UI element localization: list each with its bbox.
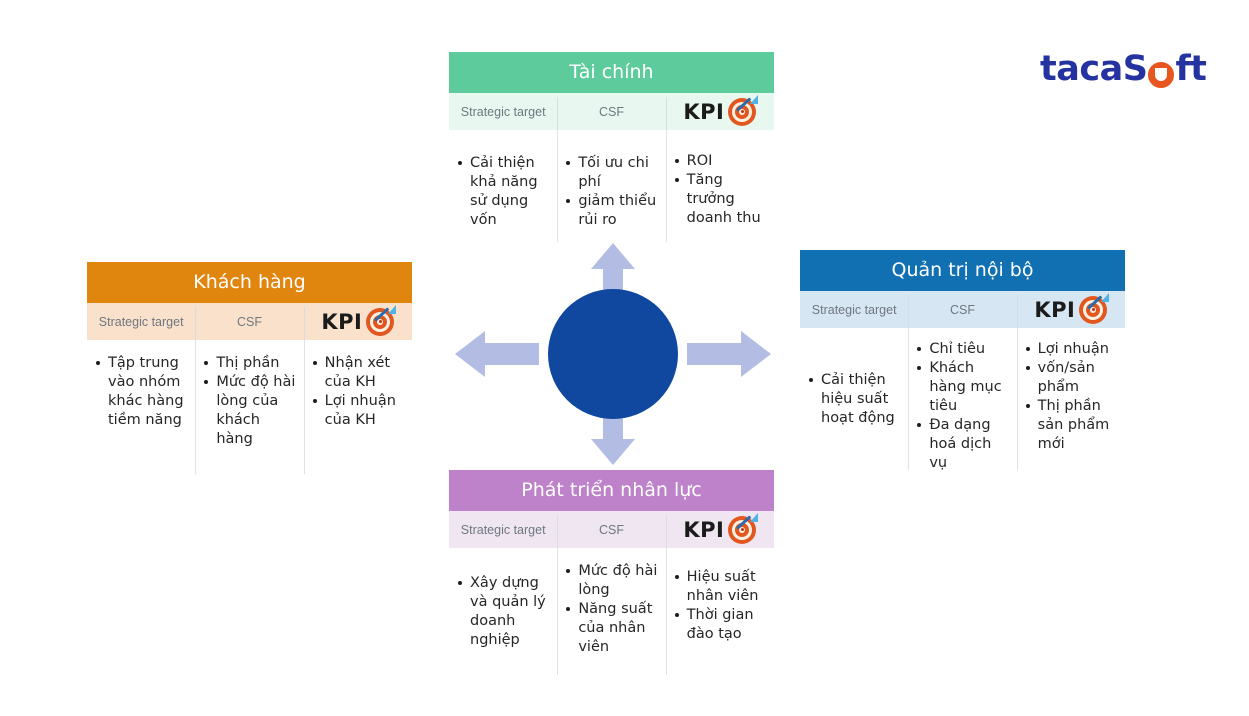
orange-ring-icon <box>1148 61 1175 88</box>
kpi-label: KPI <box>1034 297 1076 322</box>
list-item: vốn/sản phẩm <box>1023 359 1119 397</box>
panel-people: Phát triển nhân lực Strategic target CSF… <box>449 470 774 675</box>
panel-internal-body: Cải thiện hiệu suất hoạt động Chỉ tiêu K… <box>800 328 1125 473</box>
cell-customer-csf: Thị phần Mức độ hài lòng của khách hàng <box>195 340 303 474</box>
target-dartboard-icon <box>1079 292 1110 324</box>
arrow-up-icon <box>591 243 635 319</box>
target-dartboard-icon <box>366 304 397 336</box>
hub-arrows-svg <box>455 243 771 465</box>
column-header-strategic-target: Strategic target <box>98 314 184 329</box>
kpi-label: KPI <box>321 309 363 334</box>
cell-people-csf: Mức độ hài lòng Năng suất của nhân viên <box>557 548 665 675</box>
list-item: Cải thiện khả năng sử dụng vốn <box>455 154 551 230</box>
panel-internal-title: Quản trị nội bộ <box>800 250 1125 291</box>
list-item: Đa dạng hoá dịch vụ <box>914 416 1010 473</box>
panel-internal-columns: Strategic target CSF KPI <box>800 291 1125 329</box>
kpi-label: KPI <box>683 517 725 542</box>
column-header-kpi: KPI <box>665 511 774 549</box>
cell-customer-kpi: Nhận xét của KH Lợi nhuận của KH <box>303 340 412 474</box>
panel-people-columns: Strategic target CSF KPI <box>449 511 774 549</box>
list-item: Mức độ hài lòng <box>563 562 659 600</box>
column-header-kpi: KPI <box>1016 291 1125 329</box>
arrow-down-icon <box>591 389 635 465</box>
column-header-kpi: KPI <box>303 303 412 341</box>
cell-internal-kpi: Lợi nhuận vốn/sản phẩm Thị phần sản phẩm… <box>1016 328 1125 470</box>
cell-customer-strategic-target: Tập trung vào nhóm khác hàng tiềm năng <box>87 340 195 474</box>
panel-customer-columns: Strategic target CSF KPI <box>87 303 412 341</box>
target-dartboard-icon <box>728 94 759 126</box>
list-item: ROI <box>672 152 768 171</box>
cell-finance-strategic-target: Cải thiện khả năng sử dụng vốn <box>449 130 557 242</box>
column-header-kpi: KPI <box>665 93 774 131</box>
cell-people-kpi: Hiệu suất nhân viên Thời gian đào tạo <box>665 548 774 675</box>
list-item: Xây dựng và quản lý doanh nghiệp <box>455 574 551 650</box>
kpi-label: KPI <box>683 99 725 124</box>
list-item: giảm thiểu rủi ro <box>563 192 659 230</box>
panel-customer: Khách hàng Strategic target CSF KPI Tập … <box>87 262 412 474</box>
list-item: Tối ưu chi phí <box>563 154 659 192</box>
column-header-strategic-target: Strategic target <box>811 302 897 317</box>
panel-internal: Quản trị nội bộ Strategic target CSF KPI… <box>800 250 1125 473</box>
list-item: Tập trung vào nhóm khác hàng tiềm năng <box>93 354 189 430</box>
list-item: Chỉ tiêu <box>914 340 1010 359</box>
cell-internal-strategic-target: Cải thiện hiệu suất hoạt động <box>800 328 908 470</box>
panel-people-title: Phát triển nhân lực <box>449 470 774 511</box>
panel-customer-body: Tập trung vào nhóm khác hàng tiềm năng T… <box>87 340 412 474</box>
list-item: Lợi nhuận <box>1023 340 1119 359</box>
panel-finance: Tài chính Strategic target CSF KPI Cải t… <box>449 52 774 242</box>
panel-customer-title: Khách hàng <box>87 262 412 303</box>
panel-finance-body: Cải thiện khả năng sử dụng vốn Tối ưu ch… <box>449 130 774 242</box>
logo-text-taca: taca <box>1040 49 1123 89</box>
list-item: Nhận xét của KH <box>310 354 406 392</box>
list-item: Mức độ hài lòng của khách hàng <box>201 373 297 449</box>
list-item: Cải thiện hiệu suất hoạt động <box>806 371 902 428</box>
panel-finance-columns: Strategic target CSF KPI <box>449 93 774 131</box>
column-header-strategic-target: Strategic target <box>460 522 546 537</box>
list-item: Hiệu suất nhân viên <box>672 568 768 606</box>
list-item: Lợi nhuận của KH <box>310 392 406 430</box>
logo-text-ft: ft <box>1175 49 1207 89</box>
column-header-csf: CSF <box>557 93 665 131</box>
cell-people-strategic-target: Xây dựng và quản lý doanh nghiệp <box>449 548 557 675</box>
panel-finance-title: Tài chính <box>449 52 774 93</box>
cell-internal-csf: Chỉ tiêu Khách hàng mục tiêu Đa dạng hoá… <box>908 328 1016 473</box>
list-item: Thị phần sản phẩm mới <box>1023 397 1119 454</box>
center-circle <box>548 289 678 419</box>
arrow-right-icon <box>687 331 771 377</box>
list-item: Khách hàng mục tiêu <box>914 359 1010 416</box>
column-header-csf: CSF <box>908 291 1016 329</box>
panel-people-body: Xây dựng và quản lý doanh nghiệp Mức độ … <box>449 548 774 675</box>
list-item: Thị phần <box>201 354 297 373</box>
column-header-strategic-target: Strategic target <box>460 104 546 119</box>
list-item: Năng suất của nhân viên <box>563 600 659 657</box>
list-item: Tăng trưởng doanh thu <box>672 171 768 228</box>
target-dartboard-icon <box>728 512 759 544</box>
logo-text-s: S <box>1122 49 1148 89</box>
column-header-csf: CSF <box>195 303 303 341</box>
center-hub-graphic <box>449 243 779 465</box>
cell-finance-kpi: ROI Tăng trưởng doanh thu <box>665 130 774 242</box>
column-header-csf: CSF <box>557 511 665 549</box>
arrow-left-icon <box>455 331 539 377</box>
cell-finance-csf: Tối ưu chi phí giảm thiểu rủi ro <box>557 130 665 242</box>
list-item: Thời gian đào tạo <box>672 606 768 644</box>
